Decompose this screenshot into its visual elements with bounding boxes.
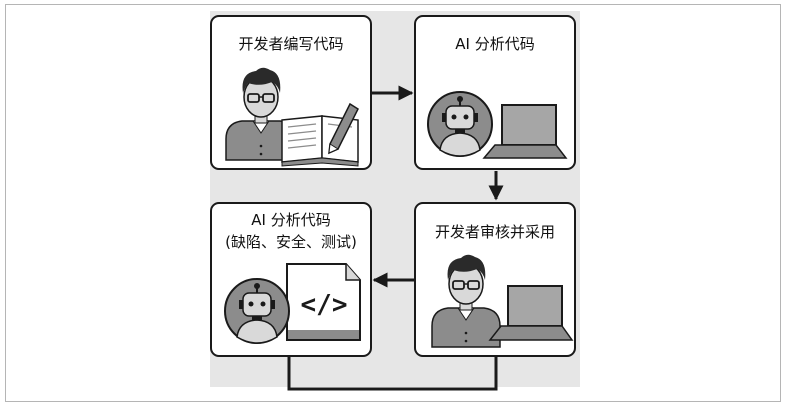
step-title: AI 分析代码 <box>251 211 331 229</box>
laptop-icon <box>482 104 568 159</box>
laptop-icon <box>488 285 574 341</box>
developer-icon <box>431 254 501 348</box>
figure-frame <box>5 4 781 402</box>
step-card-ai-analysis-detail: AI 分析代码 (缺陷、安全、测试) </> <box>210 202 372 357</box>
developer-icon <box>225 67 297 161</box>
book-pencil-icon <box>281 102 359 167</box>
step-title: 开发者审核并采用 <box>434 223 555 241</box>
robot-icon <box>224 278 290 344</box>
step-title: AI 分析代码 <box>455 35 535 53</box>
step-card-developer-writes: 开发者编写代码 <box>210 15 372 170</box>
step-card-developer-reviews: 开发者审核并采用 <box>414 202 576 357</box>
step-title: 开发者编写代码 <box>238 35 344 53</box>
loop-line <box>287 357 498 391</box>
code-file-icon: </> <box>286 263 361 341</box>
step-subtitle: (缺陷、安全、测试) <box>225 233 357 251</box>
step-card-ai-analyzes: AI 分析代码 <box>414 15 576 170</box>
robot-icon <box>427 91 493 157</box>
code-symbol: </> <box>301 290 348 320</box>
